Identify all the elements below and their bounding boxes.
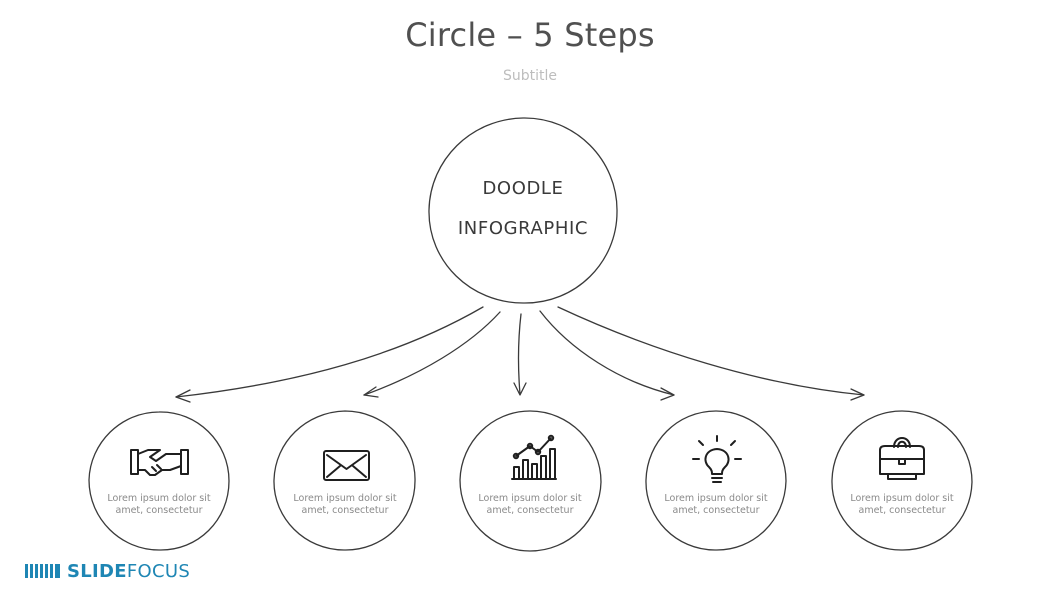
arrow-4-head (660, 387, 675, 401)
center-circle (428, 117, 618, 304)
page-subtitle: Subtitle (502, 68, 558, 84)
step-circle-4 (645, 410, 787, 551)
arrow-4 (539, 310, 675, 396)
arrow-2-head (363, 386, 379, 398)
arrow-3-head (513, 382, 527, 396)
slidefocus-logo: SLIDE FOCUS (25, 560, 190, 582)
arrow-2 (363, 311, 501, 396)
step-circle-1 (88, 411, 230, 551)
arrow-3 (517, 313, 522, 395)
step-circle-2 (273, 410, 416, 551)
arrow-5 (557, 306, 865, 396)
center-label-line2: INFOGRAPHIC (457, 218, 589, 239)
arrow-1-head (175, 389, 191, 403)
step-1-text: Lorem ipsum dolor sit amet, consectetur (107, 493, 211, 516)
lightbulb-icon (692, 435, 742, 483)
bar-chart-icon (511, 434, 557, 480)
step-circle-5 (831, 410, 973, 551)
step-4-text: Lorem ipsum dolor sit amet, consectetur (664, 493, 768, 516)
arrow-5-head (850, 388, 865, 401)
center-label-line1: DOODLE (482, 178, 564, 199)
step-5-text: Lorem ipsum dolor sit amet, consectetur (850, 493, 954, 516)
step-circle-3 (459, 410, 602, 552)
logo-text-bold: SLIDE (67, 560, 127, 582)
arrow-1 (175, 306, 484, 398)
step-2-text: Lorem ipsum dolor sit amet, consectetur (293, 493, 397, 516)
step-3-text: Lorem ipsum dolor sit amet, consectetur (478, 493, 582, 516)
envelope-icon (323, 450, 370, 481)
logo-bars-icon (25, 564, 60, 578)
briefcase-icon (879, 437, 925, 480)
handshake-icon (130, 449, 189, 476)
page-title: Circle – 5 Steps (405, 16, 655, 54)
logo-text-light: FOCUS (126, 560, 191, 582)
